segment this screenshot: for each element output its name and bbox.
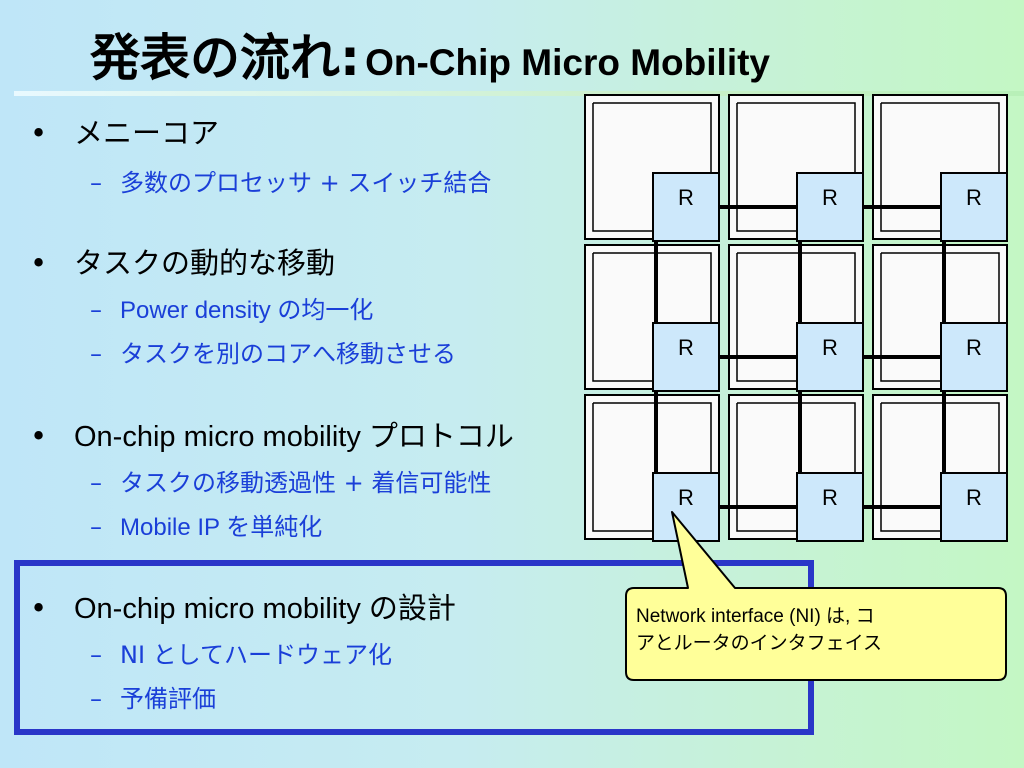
router <box>940 472 1008 542</box>
router <box>796 322 864 392</box>
router-label: R <box>822 335 838 360</box>
bullet-item: • タスクの動的な移動 <box>30 240 335 282</box>
bullet-dot: • <box>30 246 48 280</box>
sub-bullet-text: タスクの移動透過性 + 着信可能性 <box>120 469 492 497</box>
router <box>796 472 864 542</box>
core-boundary <box>592 102 712 232</box>
router <box>940 172 1008 242</box>
core-boundary <box>592 402 712 532</box>
sub-bullet-dash: – <box>90 641 102 669</box>
sub-bullet-text: NI としてハードウェア化 <box>120 641 392 669</box>
title-english: On-Chip Micro Mobility <box>365 42 770 83</box>
core-boundary <box>592 252 712 382</box>
bullet-dot: • <box>30 419 48 453</box>
sub-bullet-dash: – <box>90 169 102 197</box>
sub-bullet-item: –Power density の均一化 <box>90 290 373 325</box>
sub-bullet-dash: – <box>90 296 102 324</box>
ni-callout-text: Network interface (NI) は, コ アとルータのインタフェイ… <box>636 604 996 656</box>
sub-bullet-text: タスクを別のコアへ移動させる <box>120 340 456 368</box>
router-label: R <box>678 485 694 510</box>
bullet-item: • On-chip micro mobility の設計 <box>30 585 456 627</box>
sub-bullet-item: –タスクを別のコアへ移動させる <box>90 334 456 369</box>
router <box>652 172 720 242</box>
core-boundary <box>736 252 856 382</box>
core-boundary <box>880 102 1000 232</box>
router-label: R <box>678 335 694 360</box>
sub-bullet-item: –タスクの移動透過性 + 着信可能性 <box>90 463 491 498</box>
callout-line-1: Network interface (NI) は, コ <box>636 606 875 627</box>
sub-bullet-text: Power density の均一化 <box>120 297 374 324</box>
slide-title: 発表の流れ: On-Chip Micro Mobility <box>90 18 770 88</box>
sub-bullet-text: 予備評価 <box>120 685 216 713</box>
title-underline <box>14 91 1024 96</box>
sub-bullet-text: 多数のプロセッサ + スイッチ結合 <box>120 169 492 197</box>
bullet-item: • On-chip micro mobility プロトコル <box>30 413 514 455</box>
core-boundary <box>880 252 1000 382</box>
sub-bullet-dash: – <box>90 513 102 541</box>
core-boundary <box>736 402 856 532</box>
router-label: R <box>966 335 982 360</box>
bullet-text: On-chip micro mobility プロトコル <box>74 421 514 453</box>
bullet-dot: • <box>30 116 48 150</box>
mesh-network: R R R R R R R R R <box>584 94 1008 542</box>
sub-bullet-item: –Mobile IP を単純化 <box>90 507 322 542</box>
router-label: R <box>966 185 982 210</box>
sub-bullet-dash: – <box>90 340 102 368</box>
sub-bullet-item: –NI としてハードウェア化 <box>90 635 392 670</box>
sub-bullet-dash: – <box>90 685 102 713</box>
router <box>940 322 1008 392</box>
ni-callout-bubble <box>625 511 1007 681</box>
sub-bullet-item: –予備評価 <box>90 679 216 714</box>
router-label: R <box>822 185 838 210</box>
bullet-dot: • <box>30 591 48 625</box>
router-label: R <box>678 185 694 210</box>
router <box>796 172 864 242</box>
bullet-text: On-chip micro mobility の設計 <box>74 593 456 625</box>
callout-line-2: アとルータのインタフェイス <box>636 632 883 654</box>
bullet-text: タスクの動的な移動 <box>74 246 336 280</box>
sub-bullet-item: –多数のプロセッサ + スイッチ結合 <box>90 163 491 198</box>
router-label: R <box>966 485 982 510</box>
core-boundary <box>736 102 856 232</box>
title-japanese: 発表の流れ: <box>90 29 360 87</box>
bullet-item: • メニーコア <box>30 110 219 152</box>
sub-bullet-dash: – <box>90 469 102 497</box>
bullet-text: メニーコア <box>74 116 220 150</box>
router <box>652 322 720 392</box>
sub-bullet-text: Mobile IP を単純化 <box>120 514 323 541</box>
core-boundary <box>880 402 1000 532</box>
router-label: R <box>822 485 838 510</box>
mesh-network-diagram: R R R R R R R R R <box>584 94 1008 542</box>
